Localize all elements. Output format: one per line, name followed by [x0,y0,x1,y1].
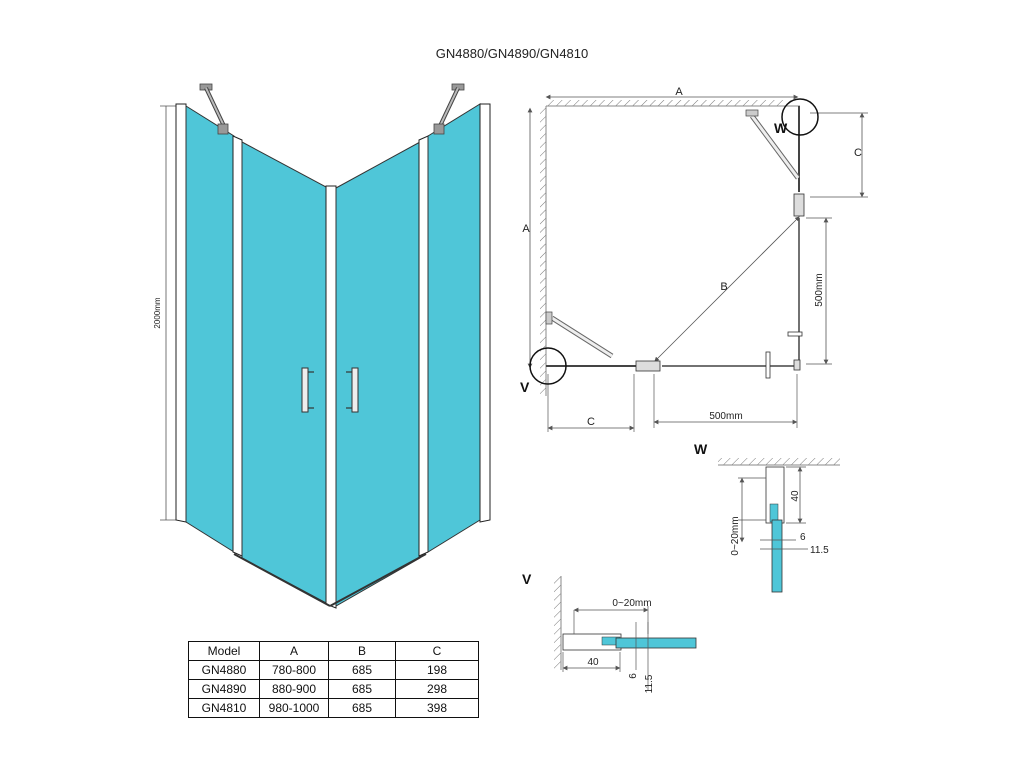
detail-w-range: 0~20mm [730,516,741,555]
table-header-row: Model A B C [188,641,479,661]
detail-v: V 0~20mm 40 6 11.5 [522,571,697,693]
detail-v-40: 40 [587,657,599,668]
detail-w-11-5: 11.5 [810,545,829,556]
dim-500-vertical-label: 500mm [814,273,825,306]
table-cell: GN4810 [188,698,260,718]
top-wall-hatch [546,100,794,106]
dim-b-label: B [720,281,727,293]
detail-w-40: 40 [790,490,801,502]
right-fixed-glass [427,103,481,553]
corner-profile [325,185,337,609]
model-spec-table: Model A B C GN4880 780-800 685 198 GN489… [188,641,479,718]
perspective-view: 2000mm [153,83,491,609]
table-cell: 685 [328,660,396,680]
left-stabilizer-bracket [199,83,229,135]
table-cell: 198 [395,660,479,680]
right-hinge [793,193,805,217]
left-door-handle [301,367,314,413]
table-row: GN4810 980-1000 685 398 [188,698,479,718]
table-cell: 980-1000 [259,698,329,718]
detail-w-6: 6 [800,532,806,543]
table-cell: 780-800 [259,660,329,680]
detail-v-marker: V [520,379,530,395]
table-row: GN4890 880-900 685 298 [188,679,479,699]
detail-v-circle [529,347,567,385]
diagram-title: GN4880/GN4890/GN4810 [435,46,589,61]
table-header-cell: C [395,641,479,661]
table-header-cell: A [259,641,329,661]
table-row: GN4880 780-800 685 198 [188,660,479,680]
left-door-glass [241,141,329,605]
table-header-cell: B [328,641,396,661]
left-wall-hatch [540,106,546,396]
right-stabilizer-bracket [433,83,465,135]
detail-w-circle [781,98,819,136]
table-cell: GN4890 [188,679,260,699]
detail-v-glass [615,637,697,649]
left-wall-profile [175,103,187,523]
detail-w: W 40 0~20mm 6 11.5 [694,441,840,593]
table-cell: 685 [328,679,396,699]
bottom-hinge [635,360,661,372]
left-panel-post [232,135,243,557]
left-fixed-glass [185,105,235,553]
dim-c-bottom-label: C [587,416,595,428]
dim-a-top-label: A [675,86,683,98]
detail-v-title: V [522,571,532,587]
right-wall-profile [479,103,491,523]
detail-v-6: 6 [628,673,639,679]
right-door-glass [335,141,421,607]
dim-500-horizontal-label: 500mm [709,411,742,422]
detail-w-marker: W [774,120,788,136]
table-cell: 398 [395,698,479,718]
detail-w-title: W [694,441,708,457]
table-cell: GN4880 [188,660,260,680]
dim-c-right-label: C [854,147,862,159]
detail-w-glass [771,519,783,593]
table-header-cell: Model [188,641,260,661]
dim-a-left-label: A [522,223,530,235]
table-cell: 685 [328,698,396,718]
height-label: 2000mm [153,297,162,328]
table-cell: 298 [395,679,479,699]
right-door-handle [346,367,359,413]
plan-view: A A B C 500mm [520,86,868,432]
table-cell: 880-900 [259,679,329,699]
detail-v-range: 0~20mm [612,598,651,609]
detail-v-11-5: 11.5 [644,674,655,693]
right-panel-post [418,135,429,557]
